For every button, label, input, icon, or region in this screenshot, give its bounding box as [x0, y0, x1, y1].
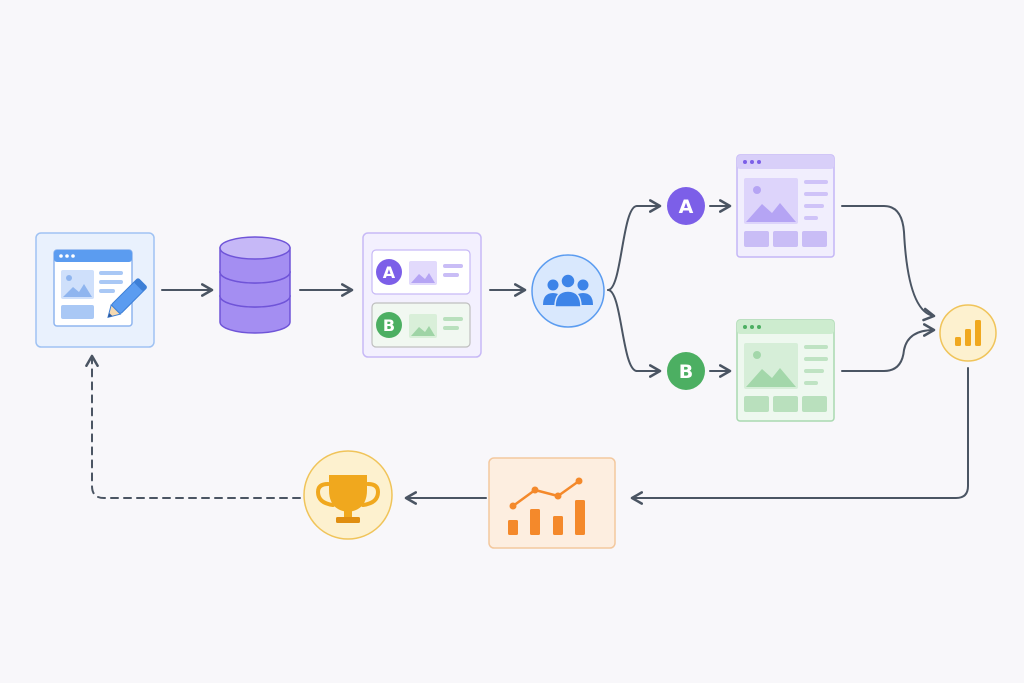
- users-icon: [543, 273, 593, 308]
- arrow-page-a-to-analytics: [841, 205, 936, 322]
- arrow-analytics-to-results: [630, 367, 969, 505]
- split-variant-a-badge: [376, 259, 402, 285]
- bar-chart-icon: [955, 320, 981, 346]
- page-edit-icon: [53, 249, 147, 327]
- dashed-return-to-edit: [85, 354, 301, 499]
- split-variant-a-label: A: [383, 263, 396, 282]
- trophy-icon: [315, 475, 381, 523]
- variant-b-badge: B: [667, 352, 705, 390]
- page-edit-node: [35, 232, 155, 348]
- winner-node: [303, 450, 393, 540]
- ab-split-icon: A B: [371, 249, 471, 348]
- webpage-variant-b-icon: [736, 319, 835, 422]
- webpage-variant-b-node: [736, 319, 835, 422]
- variant-b-label: B: [679, 361, 693, 383]
- variant-a-badge: A: [667, 187, 705, 225]
- database-icon: [219, 236, 291, 334]
- results-node: [488, 457, 616, 549]
- analytics-node: [939, 304, 997, 362]
- variant-a-label: A: [679, 196, 694, 218]
- webpage-variant-a-node: [736, 154, 835, 258]
- arrow-page-b-to-analytics: [841, 323, 936, 372]
- arrow-audience-to-variant-a: [607, 199, 662, 291]
- split-variant-b-badge: [376, 312, 402, 338]
- arrow-audience-to-variant-b: [607, 289, 662, 378]
- connectors: [85, 199, 969, 505]
- trend-chart-icon: [508, 477, 585, 535]
- audience-node: [531, 254, 605, 328]
- split-node: A B: [362, 232, 482, 358]
- webpage-variant-a-icon: [736, 154, 835, 258]
- database-node: [219, 236, 291, 334]
- split-variant-b-label: B: [383, 316, 395, 335]
